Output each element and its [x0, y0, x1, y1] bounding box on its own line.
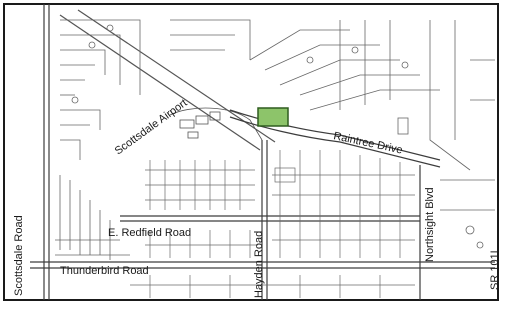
- thunderbird-road-line: [30, 261, 495, 269]
- northwest-subdivision: [60, 19, 141, 160]
- central-street-grid: [130, 150, 415, 298]
- scottsdale-road-lines: [43, 4, 50, 300]
- east-parcels: [429, 20, 495, 249]
- label-e-redfield-road: E. Redfield Road: [108, 227, 191, 239]
- north-subdivision: [170, 19, 440, 135]
- redfield-road-line: [120, 215, 420, 222]
- label-sr-101l: SR 101L: [489, 247, 501, 290]
- map-frame: [3, 3, 499, 301]
- label-northsight-blvd: Northsight Blvd: [424, 187, 436, 262]
- southwest-subdivision: [55, 175, 130, 260]
- site-parcel: [257, 107, 289, 127]
- airport-runway: [59, 9, 276, 151]
- label-hayden-road: Hayden Road: [253, 231, 265, 298]
- label-scottsdale-road: Scottsdale Road: [13, 215, 25, 296]
- label-thunderbird-road: Thunderbird Road: [60, 265, 149, 277]
- hayden-road-line: [261, 140, 268, 300]
- airport-apron: [169, 107, 263, 141]
